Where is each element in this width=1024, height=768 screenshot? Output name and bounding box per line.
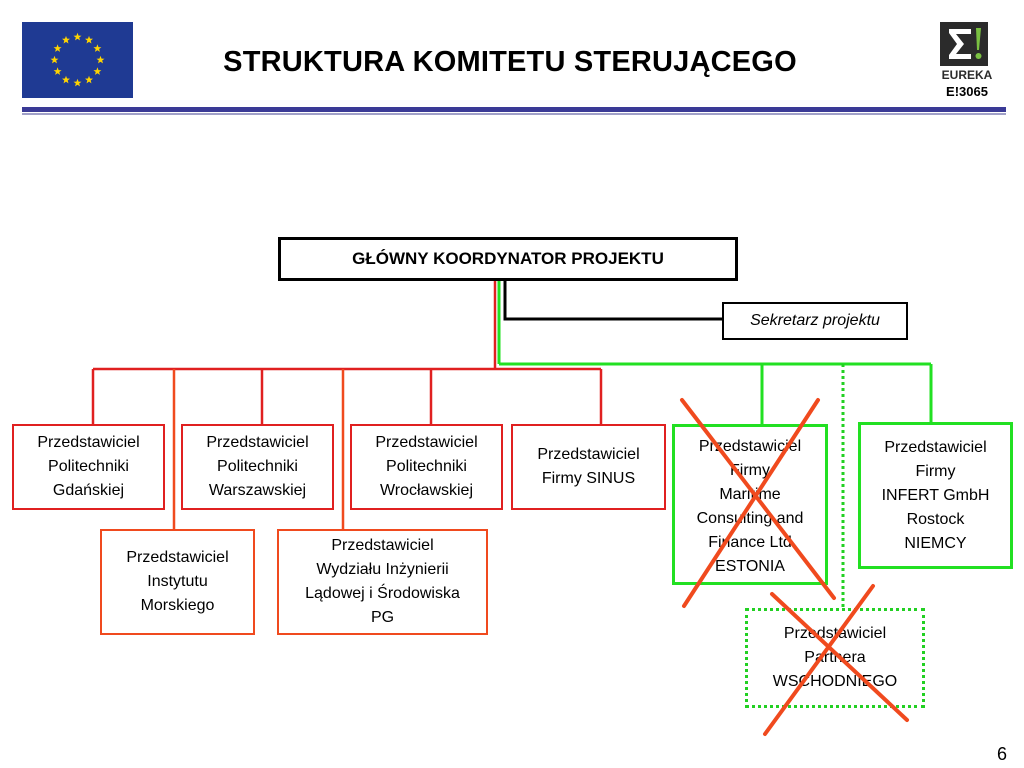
eu-star-icon: [93, 44, 102, 52]
member-box-estonia: Przedstawiciel Firmy Maritime Consulting…: [672, 424, 828, 585]
eu-flag-logo: [22, 22, 133, 98]
eu-star-icon: [93, 67, 102, 75]
main-coordinator-label: GŁÓWNY KOORDYNATOR PROJEKTU: [352, 249, 664, 268]
eureka-sigma-icon: [940, 22, 988, 66]
eu-star-icon: [53, 67, 62, 75]
eu-star-icon: [85, 75, 93, 84]
secretary-connector: [503, 280, 722, 321]
main-coordinator-box: GŁÓWNY KOORDYNATOR PROJEKTU: [278, 237, 738, 281]
secretary-box: Sekretarz projektu: [722, 302, 908, 340]
header-rule: [22, 107, 1006, 112]
eureka-logo-text: EUREKA: [941, 68, 993, 82]
member-label: Przedstawiciel Instytutu Morskiego: [126, 549, 229, 614]
eu-star-icon: [62, 75, 70, 84]
member-label: Przedstawiciel Firmy SINUS: [537, 446, 640, 487]
eu-star-icon: [50, 55, 59, 64]
member-label: Przedstawiciel Firmy INFERT GmbH Rostock…: [881, 438, 990, 552]
header-rule-thin: [22, 113, 1006, 115]
member-box-sinus: Przedstawiciel Firmy SINUS: [511, 424, 666, 510]
secretary-label: Sekretarz projektu: [750, 312, 880, 329]
eu-star-icon: [73, 78, 82, 87]
member-box-infert: Przedstawiciel Firmy INFERT GmbH Rostock…: [858, 422, 1013, 569]
member-box-pg: Przedstawiciel Wydziału Inżynierii Lądow…: [277, 529, 488, 635]
eu-star-icon: [53, 44, 62, 52]
member-box-morski: Przedstawiciel Instytutu Morskiego: [100, 529, 255, 635]
member-label: Przedstawiciel Partnera WSCHODNIEGO: [772, 625, 898, 690]
page-number: 6: [996, 744, 1007, 764]
eu-star-icon: [73, 32, 82, 41]
page-title: STRUKTURA KOMITETU STERUJĄCEGO: [223, 46, 797, 78]
member-label: Przedstawiciel Politechniki Warszawskiej: [206, 434, 309, 499]
member-box-warsaw: Przedstawiciel Politechniki Warszawskiej: [181, 424, 334, 510]
eu-stars-icon: [50, 32, 105, 87]
eu-star-icon: [96, 55, 105, 64]
eureka-project-code: E!3065: [946, 84, 988, 99]
eureka-logo: EUREKA E!3065: [936, 22, 998, 104]
eu-star-icon: [62, 35, 70, 44]
member-label: Przedstawiciel Politechniki Wrocławskiej: [375, 434, 478, 499]
member-box-wroclaw: Przedstawiciel Politechniki Wrocławskiej: [350, 424, 503, 510]
member-box-east-partner: Przedstawiciel Partnera WSCHODNIEGO: [745, 608, 925, 708]
member-label: Przedstawiciel Wydziału Inżynierii Lądow…: [305, 537, 460, 626]
member-label: Przedstawiciel Firmy Maritime Consulting…: [696, 438, 804, 575]
eu-star-icon: [85, 35, 93, 44]
member-label: Przedstawiciel Politechniki Gdańskiej: [37, 434, 140, 499]
member-box-gdansk: Przedstawiciel Politechniki Gdańskiej: [12, 424, 165, 510]
